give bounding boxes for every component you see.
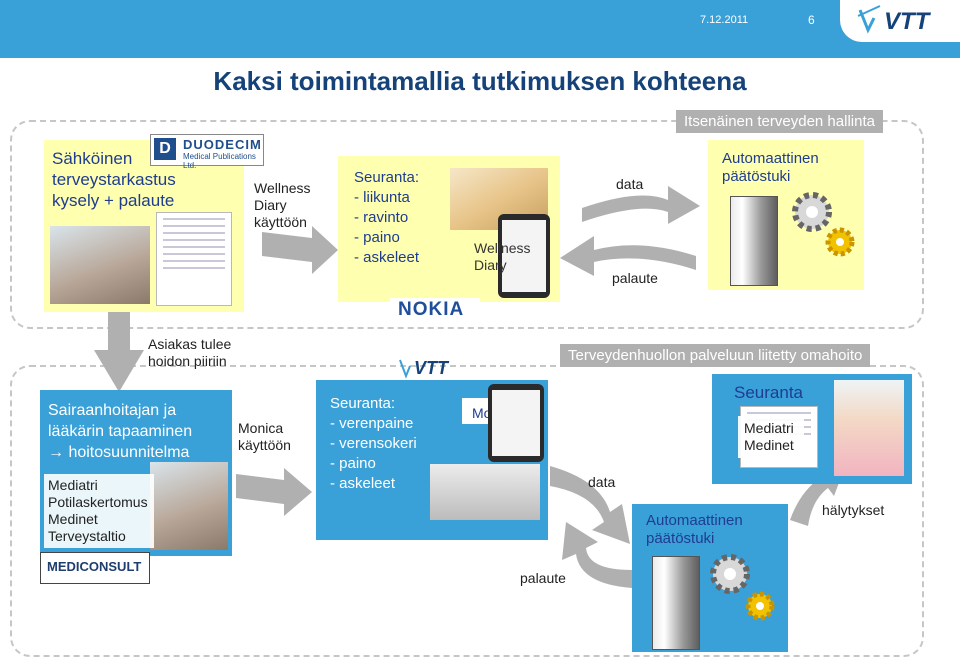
alerts-label: hälytykset	[822, 502, 885, 518]
duodecim-logo-sub: Medical Publications Ltd.	[183, 152, 256, 170]
slide-date: 7.12.2011	[700, 14, 749, 26]
header-bar	[0, 0, 960, 58]
decision-text-bottom: Automaattinen päätöstuki	[646, 512, 743, 547]
arrow-data-top	[582, 186, 700, 224]
vtt-logo: VTT	[840, 0, 960, 42]
arrow-feedback-bottom	[562, 522, 632, 588]
bottom-region-label: Terveydenhuollon palveluun liitetty omah…	[560, 344, 871, 367]
followup-systems-box	[738, 416, 804, 458]
survey-text: Sähköinen terveystarkastus kysely + pala…	[52, 149, 176, 210]
wellness-diary-phone	[498, 214, 550, 298]
systems-list-text: Mediatri Potilaskertomus Medinet Terveys…	[48, 477, 148, 544]
arrow-monica-use	[236, 468, 312, 516]
page-number: 6	[808, 13, 815, 27]
vtt-logo-small: VTT	[396, 356, 466, 382]
questionnaire-document	[156, 212, 232, 306]
wellness-use-text: Wellness Diary käyttöön	[254, 180, 311, 230]
vtt-logo-small-mark	[399, 359, 411, 379]
nurse-photo	[834, 380, 904, 476]
arrow-down	[94, 312, 144, 392]
monitoring-text-top: Seuranta: - liikunta - ravinto - paino -…	[354, 169, 420, 266]
duodecim-logo-name: DUODECIM	[183, 137, 262, 152]
monitoring-text-bottom: Seuranta: - verenpaine - verensokeri - p…	[330, 395, 417, 492]
decision-text-top: Automaattinen päätöstuki	[722, 150, 819, 185]
data-label-bottom: data	[588, 474, 616, 490]
wellness-diary-label: Wellness Diary	[474, 240, 531, 273]
vtt-logo-small-text: VTT	[414, 358, 448, 378]
mediconsult-logo: MEDICONSULT	[40, 552, 150, 584]
top-region-label: Itsenäinen terveyden hallinta	[676, 110, 883, 133]
vtt-logo-text: VTT	[884, 8, 930, 35]
bottom-region	[10, 365, 924, 657]
server-icon-top	[730, 196, 778, 286]
page-title: Kaksi toimintamallia tutkimuksen kohteen…	[213, 66, 747, 96]
client-enters-text: Asiakas tulee hoidon piiriin	[148, 336, 232, 369]
nokia-logo: NOKIA	[390, 298, 480, 322]
arrow-data-bottom	[550, 466, 630, 544]
followup-title: Seuranta	[734, 383, 803, 402]
monica-use-text: Monica käyttöön	[238, 420, 291, 453]
senior-man-computer-photo	[50, 226, 150, 304]
duodecim-logo: D DUODECIM Medical Publications Ltd.	[150, 134, 264, 170]
arrow-survey-to-monitoring	[262, 226, 338, 274]
vtt-logo-mark	[857, 5, 881, 34]
feedback-label-top: palaute	[612, 270, 658, 286]
data-label-top: data	[616, 176, 644, 192]
measurement-devices-photo	[430, 464, 540, 520]
systems-list-box	[44, 474, 154, 548]
duodecim-logo-letter: D	[154, 138, 176, 160]
doctor-patient-photo	[150, 462, 228, 550]
top-region	[10, 120, 924, 329]
server-icon-bottom	[652, 556, 700, 650]
feedback-label-bottom: palaute	[520, 570, 566, 586]
nokia-logo-text: NOKIA	[398, 299, 465, 320]
arrow-feedback-top	[560, 236, 696, 276]
mediconsult-logo-text: MEDICONSULT	[47, 559, 142, 574]
followup-systems-text: Mediatri Medinet	[744, 420, 794, 453]
nurse-meeting-text: Sairaanhoitajan ja lääkärin tapaaminen →…	[48, 402, 193, 461]
monica-phone	[488, 384, 544, 462]
